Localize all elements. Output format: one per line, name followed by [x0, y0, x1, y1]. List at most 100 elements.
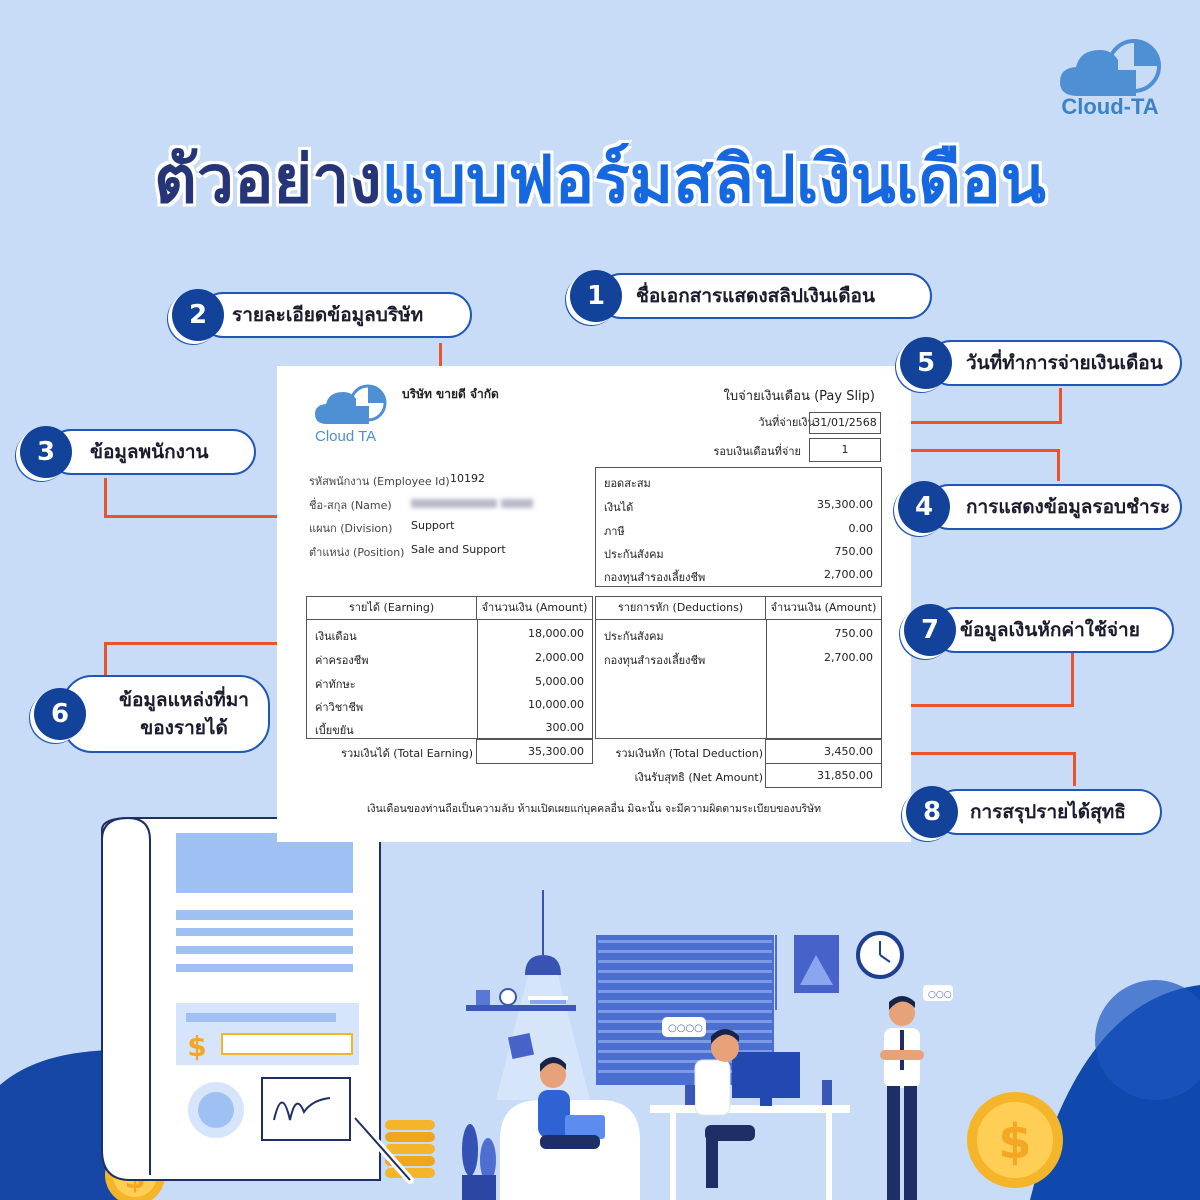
callout-2: 2 รายละเอียดข้อมูลบริษัท — [172, 289, 472, 341]
earning-label: ค่าทักษะ — [315, 678, 356, 691]
deductions-table: รายการหัก (Deductions) จำนวนเงิน (Amount… — [595, 596, 882, 739]
accumulated-label: ประกันสังคม — [604, 548, 664, 561]
connector-line — [439, 343, 442, 378]
connector-line — [880, 449, 1060, 452]
svg-text:○○○: ○○○ — [928, 990, 952, 1000]
earning-label: เงินเดือน — [315, 630, 357, 643]
connector-line — [1071, 652, 1074, 707]
svg-text:$: $ — [998, 1114, 1031, 1170]
callout-number: 6 — [34, 688, 86, 740]
brand-logo: Cloud-TA — [1058, 36, 1162, 120]
callout-number: 2 — [172, 289, 224, 341]
wall-picture — [794, 935, 839, 993]
accumulated-value: 750.00 — [834, 545, 874, 558]
net-amount-value: 31,850.00 — [765, 763, 882, 788]
earning-label: เบี้ยขยัน — [315, 724, 354, 737]
svg-text:○○○○: ○○○○ — [668, 1023, 703, 1034]
callout-number: 4 — [898, 481, 950, 533]
callout-5: 5 วันที่ทำการจ่ายเงินเดือน — [900, 337, 1182, 389]
callout-number: 7 — [904, 604, 956, 656]
employee-id-value: 10192 — [450, 472, 485, 485]
accumulated-value: 2,700.00 — [824, 568, 873, 581]
deduction-value: 2,700.00 — [824, 651, 873, 664]
employee-id-label: รหัสพนักงาน (Employee Id) — [309, 475, 450, 488]
net-amount-label: เงินรับสุทธิ (Net Amount) — [634, 771, 763, 784]
pay-period-value: 1 — [809, 438, 881, 462]
earning-label: ค่าวิชาชีพ — [315, 701, 364, 714]
person-with-laptop — [500, 1057, 640, 1200]
total-earning-value: 35,300.00 — [476, 739, 593, 764]
accumulated-label: กองทุนสำรองเลี้ยงชีพ — [604, 571, 706, 584]
connector-line — [104, 515, 314, 518]
chat-bubble-icon: ○○○○ ○○○ — [662, 985, 953, 1037]
corner-wave-left — [0, 1050, 120, 1200]
title-part-1: ตัวอย่าง — [154, 141, 382, 218]
connector-line — [104, 478, 107, 518]
employee-position-value: Sale and Support — [411, 543, 506, 556]
title-part-2: แบบฟอร์มสลิปเงินเดือน — [381, 141, 1046, 218]
callout-number: 1 — [570, 270, 622, 322]
cloud-logo-icon — [1060, 39, 1161, 96]
earning-value: 5,000.00 — [535, 675, 584, 688]
company-name: บริษัท ขายดี จำกัด — [402, 387, 499, 401]
deductions-header-label: รายการหัก (Deductions) — [596, 597, 766, 620]
connector-line — [104, 642, 282, 645]
connector-line — [1057, 449, 1060, 481]
pay-date-value: 31/01/2568 — [809, 412, 881, 434]
employee-name-redacted — [411, 496, 533, 509]
earning-value: 18,000.00 — [528, 627, 584, 640]
connector-line — [104, 642, 107, 678]
callout-number: 8 — [906, 786, 958, 838]
callout-label: รายละเอียดข้อมูลบริษัท — [200, 292, 472, 338]
callout-label: ชื่อเอกสารแสดงสลิปเงินเดือน — [598, 273, 932, 319]
accumulated-value: 0.00 — [848, 522, 874, 535]
cloud-logo-icon — [315, 384, 387, 424]
brand-name: Cloud-TA — [1061, 94, 1159, 119]
callout-1: 1 ชื่อเอกสารแสดงสลิปเงินเดือน — [570, 270, 932, 322]
callout-3: 3 ข้อมูลพนักงาน — [20, 426, 256, 478]
callout-8: 8 การสรุปรายได้สุทธิ — [906, 786, 1162, 838]
slip-logo-text: Cloud TA — [315, 428, 377, 445]
employee-division-value: Support — [411, 519, 455, 532]
accumulated-label: เงินได้ — [604, 501, 634, 514]
deduction-label: ประกันสังคม — [604, 630, 664, 643]
plant — [462, 1124, 496, 1200]
wall-shelf — [466, 988, 576, 1011]
earning-label: ค่าครองชีพ — [315, 654, 369, 667]
earnings-header-amount: จำนวนเงิน (Amount) — [477, 597, 592, 620]
signature-icon — [273, 1097, 331, 1121]
pay-date-label: วันที่จ่ายเงิน — [758, 416, 815, 429]
deductions-header-amount: จำนวนเงิน (Amount) — [766, 597, 881, 620]
callout-6: 6 ข้อมูลแหล่งที่มา ของรายได้ — [34, 674, 270, 754]
earning-value: 2,000.00 — [535, 651, 584, 664]
page-title: ตัวอย่างแบบฟอร์มสลิปเงินเดือน — [0, 130, 1200, 230]
office-desk — [650, 1029, 850, 1200]
dollar-icon: $ — [187, 1030, 206, 1063]
callout-label: วันที่ทำการจ่ายเงินเดือน — [928, 340, 1182, 386]
callout-label-line2: ของรายได้ — [140, 717, 228, 739]
connector-line — [880, 704, 1074, 707]
coin-icon: $ — [967, 1092, 1063, 1188]
accumulated-value: 35,300.00 — [817, 498, 873, 511]
connector-line — [880, 421, 1062, 424]
earnings-table: รายได้ (Earning) จำนวนเงิน (Amount) เงิน… — [306, 596, 593, 739]
connector-line — [1073, 752, 1076, 786]
deduction-label: กองทุนสำรองเลี้ยงชีพ — [604, 654, 706, 667]
slip-title: ใบจ่ายเงินเดือน (Pay Slip) — [723, 389, 875, 404]
deduction-value: 750.00 — [834, 627, 874, 640]
earnings-header-label: รายได้ (Earning) — [307, 597, 477, 620]
connector-line — [880, 752, 1076, 755]
accumulated-summary: ยอดสะสม เงินได้ 35,300.00 ภาษี 0.00 ประก… — [595, 467, 882, 587]
pay-slip-document: Cloud TA บริษัท ขายดี จำกัด ใบจ่ายเงินเด… — [277, 366, 911, 842]
connector-line — [1059, 388, 1062, 424]
total-deduction-value: 3,450.00 — [765, 739, 882, 764]
callout-label: การสรุปรายได้สุทธิ — [934, 789, 1162, 835]
callout-4: 4 การแสดงข้อมูลรอบชำระ — [898, 481, 1182, 533]
standing-person — [880, 996, 924, 1200]
accumulated-title: ยอดสะสม — [604, 477, 651, 490]
document-scroll-illustration — [101, 816, 414, 1184]
lamp-icon — [496, 890, 590, 1100]
employee-position-label: ตำแหน่ง (Position) — [309, 546, 405, 559]
earning-value: 300.00 — [545, 721, 585, 734]
